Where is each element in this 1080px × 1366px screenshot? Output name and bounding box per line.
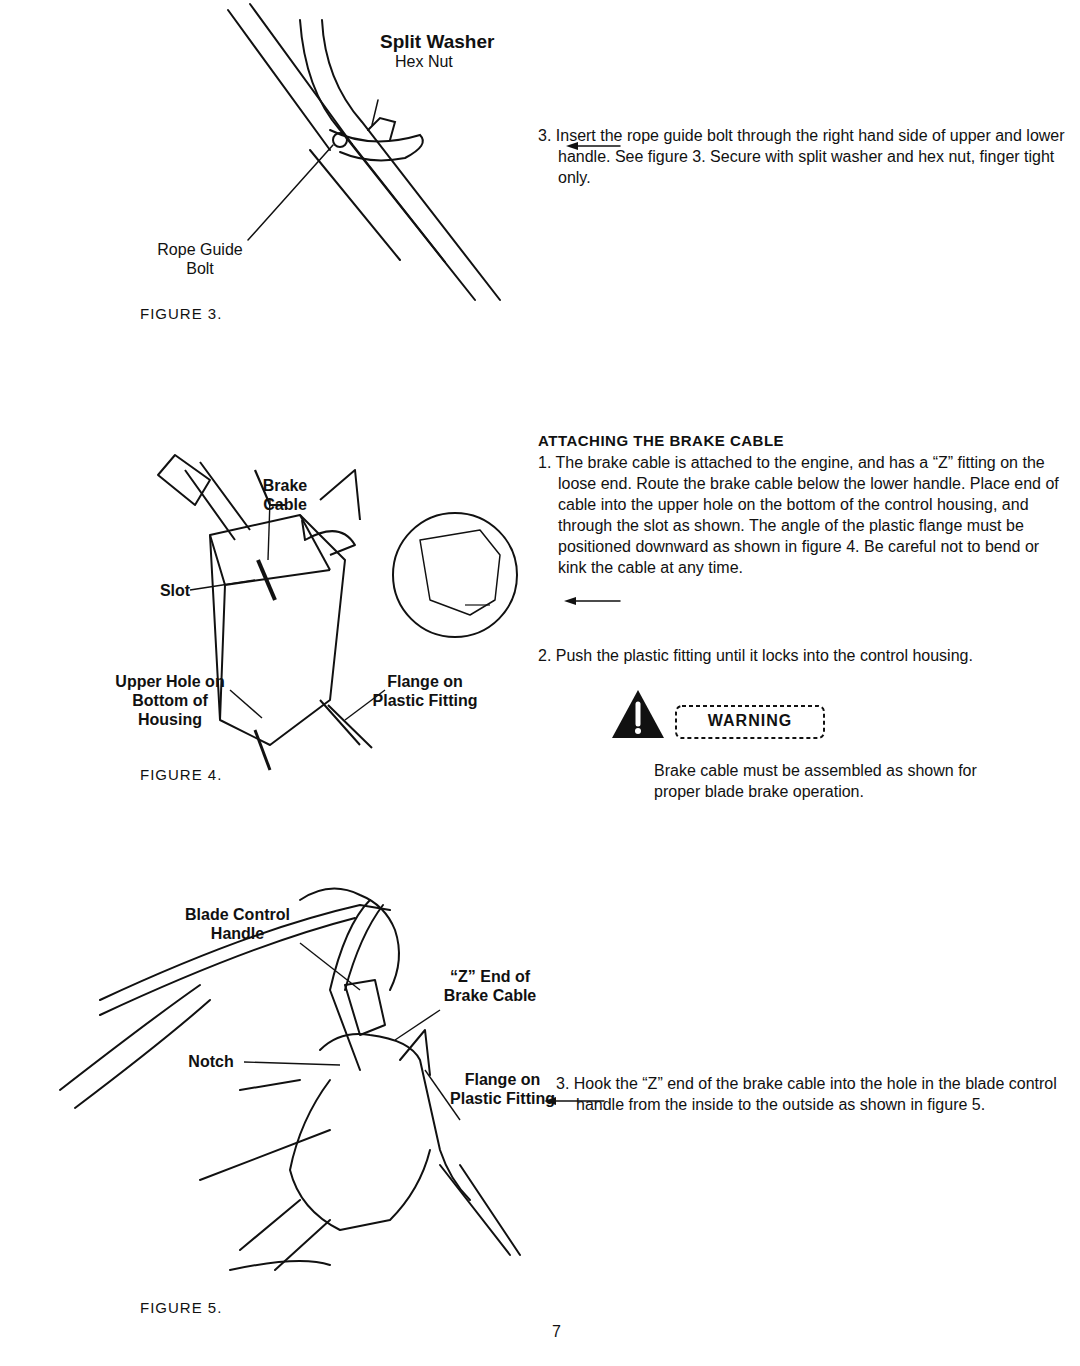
page-number: 7 <box>552 1322 582 1343</box>
part-label: Brake Cable <box>240 476 330 514</box>
instruction-step: 3. Hook the “Z” end of the brake cable i… <box>556 1073 1070 1115</box>
part-label: Flange on Plastic Fitting <box>370 672 480 710</box>
section-heading: ATTACHING THE BRAKE CABLE <box>538 431 938 451</box>
part-label: Rope Guide Bolt <box>145 240 255 278</box>
warning-label: WARNING <box>678 711 822 732</box>
part-label: Split Washer <box>380 32 520 51</box>
part-label: Slot <box>150 581 200 600</box>
part-label: “Z” End of Brake Cable <box>435 967 545 1005</box>
instruction-step: 3. Insert the rope guide bolt through th… <box>538 125 1070 188</box>
figure-caption: FIGURE 5. <box>140 1298 260 1318</box>
part-label: Hex Nut <box>395 52 505 73</box>
part-label: Blade Control Handle <box>180 905 295 943</box>
instruction-step: 1. The brake cable is attached to the en… <box>538 452 1070 578</box>
figure-caption: FIGURE 3. <box>140 304 260 324</box>
warning-text: Brake cable must be assembled as shown f… <box>654 760 994 802</box>
instruction-step: 2. Push the plastic fitting until it loc… <box>538 645 1070 666</box>
part-label: Upper Hole on Bottom of Housing <box>100 672 240 729</box>
warning-triangle <box>612 690 664 738</box>
warning-banner <box>676 706 824 738</box>
part-label: Flange on Plastic Fitting <box>450 1070 555 1108</box>
part-label: Notch <box>180 1052 242 1071</box>
figure-caption: FIGURE 4. <box>140 765 260 785</box>
